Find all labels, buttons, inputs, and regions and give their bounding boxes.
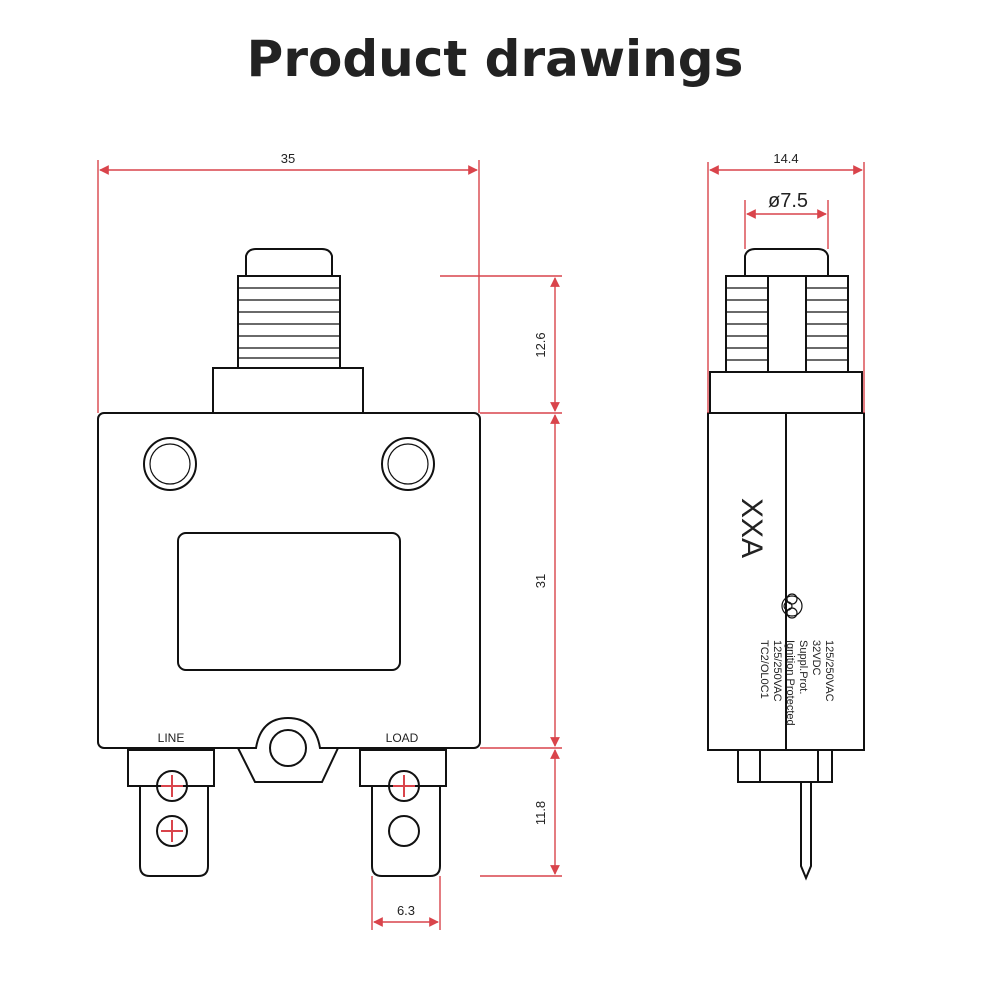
side-shaft-flat (767, 275, 807, 373)
side-marking-line-3: Suppl.Prot. (797, 640, 809, 694)
threaded-shaft (237, 275, 341, 369)
dim-terminal-width-label: 6.3 (397, 903, 415, 918)
button-cap (245, 248, 333, 279)
hex-nut (212, 367, 364, 414)
front-dimensions: 35 12.6 31 11.8 6.3 (97, 151, 562, 930)
side-marking-line-4: Ignition Protected (784, 640, 796, 726)
side-marking-line-1: 125/250VAC (823, 640, 835, 702)
breaker-body (97, 412, 481, 749)
front-view: LINE LOAD (97, 248, 481, 877)
dim-button-diameter-label: ø7.5 (768, 190, 808, 212)
center-tab-hole (269, 729, 307, 767)
dim-button-height-label: 12.6 (533, 332, 548, 357)
dim-side-width-label: 14.4 (773, 151, 798, 166)
side-terminal-blade (800, 781, 812, 881)
cert-logo (781, 593, 803, 619)
label-window (177, 532, 401, 671)
thread-lines (238, 287, 340, 359)
terminal-line (127, 749, 215, 877)
terminal-line-label: LINE (158, 731, 185, 745)
page-title: Product drawings (246, 30, 744, 88)
side-marking-line-5: 125/250VAC (771, 640, 783, 702)
side-view: XXA 125/250VAC 32VDC Suppl.Prot. Ignitio… (707, 248, 865, 881)
mounting-hole-left (143, 437, 197, 491)
side-marking-line-2: 32VDC (810, 640, 822, 676)
terminal-load (359, 749, 447, 877)
dim-terminal-length-label: 11.8 (533, 801, 548, 825)
dim-width-label: 35 (281, 151, 295, 166)
terminal-load-label: LOAD (386, 731, 419, 745)
side-dimensions: 14.4 ø7.5 (707, 151, 865, 413)
dim-body-height-label: 31 (533, 574, 548, 588)
side-nut (709, 371, 863, 414)
side-model-mark: XXA (735, 498, 768, 558)
center-tab (236, 716, 340, 783)
side-marking-line-6: TC2/OL0C1 (758, 640, 770, 699)
mounting-hole-right (381, 437, 435, 491)
side-button-cap (744, 248, 829, 279)
side-thread-lines (726, 287, 848, 361)
side-terminal-base (737, 749, 833, 783)
